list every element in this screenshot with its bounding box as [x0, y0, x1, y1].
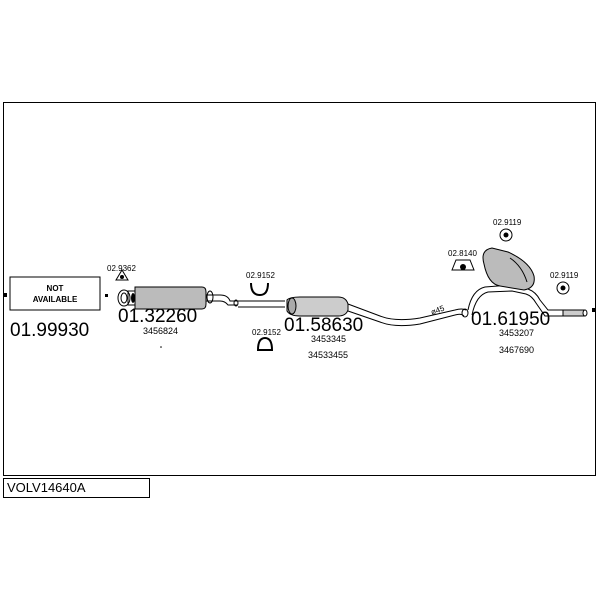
middle-pipe: [238, 296, 469, 327]
frame-tick-right: [592, 308, 596, 312]
fitting-label-02-9362: 02.9362: [107, 264, 136, 273]
frame-tick-left: [3, 293, 7, 297]
fitting-label-02-8140: 02.8140: [448, 249, 477, 258]
fitting-label-02-9152-bottom: 02.9152: [252, 328, 281, 337]
fitting-02-9362-icon: [115, 269, 129, 281]
fitting-02-9152-bottom-icon: [256, 336, 274, 351]
diameter-label: ø45: [430, 304, 447, 317]
oe-34533455: 34533455: [308, 350, 348, 360]
not-available-line-1: NOT: [47, 284, 64, 293]
oe-3467690: 3467690: [499, 345, 534, 355]
part-number-01-99930: 01.99930: [10, 320, 89, 341]
front-pipe: [117, 286, 239, 310]
fitting-02-8140-icon: [451, 259, 475, 271]
model-code-box: VOLV14640A: [3, 478, 150, 498]
oe-3453345: 3453345: [311, 334, 346, 344]
diagram-frame: [3, 102, 596, 476]
dot-mark: [160, 346, 162, 348]
fitting-02-9119-top-icon: [499, 228, 513, 242]
fitting-label-02-9119-right: 02.9119: [550, 271, 579, 280]
oe-3453207: 3453207: [499, 328, 534, 338]
oe-3456824: 3456824: [143, 326, 178, 336]
part-number-01-61950: 01.61950: [471, 309, 550, 330]
fitting-02-9152-top-icon: [250, 282, 269, 297]
fitting-label-02-9152-top: 02.9152: [246, 271, 275, 280]
part-number-01-32260: 01.32260: [118, 306, 197, 327]
part-number-01-58630: 01.58630: [284, 315, 363, 336]
rear-muffler: [467, 247, 588, 317]
not-available-box: NOT AVAILABLE: [9, 276, 108, 311]
not-available-line-2: AVAILABLE: [33, 295, 78, 304]
fitting-02-9119-right-icon: [556, 281, 570, 295]
fitting-label-02-9119-top: 02.9119: [493, 218, 522, 227]
model-code: VOLV14640A: [7, 480, 86, 495]
